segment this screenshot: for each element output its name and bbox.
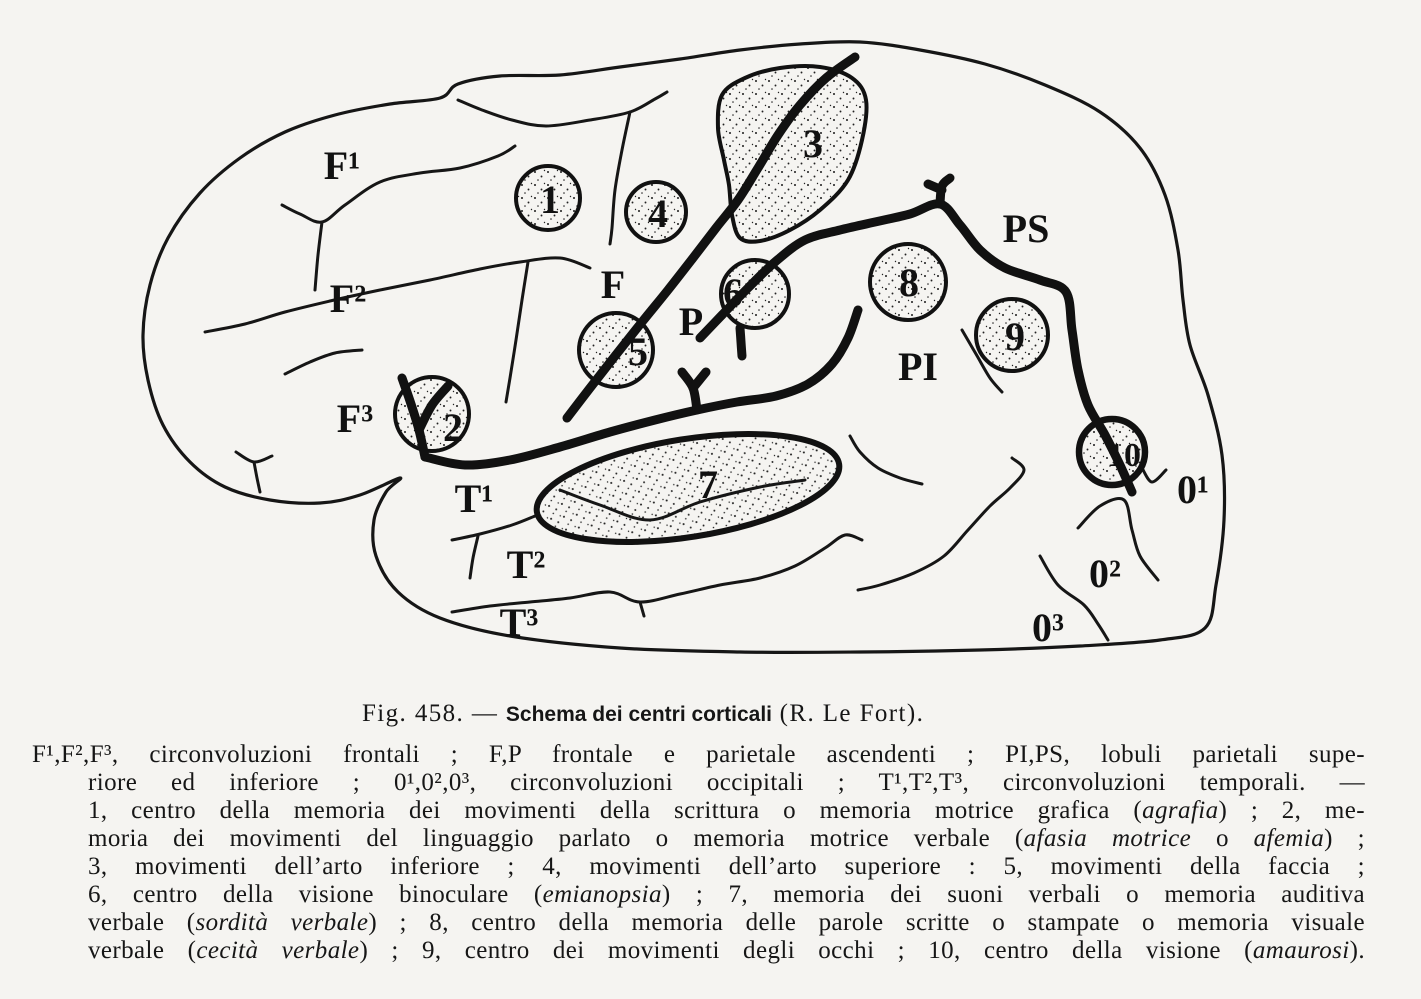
intraparietal-branch-b (923, 179, 947, 195)
label-PS: PS (1003, 206, 1050, 251)
center-number-9: 9 (1005, 314, 1025, 359)
label-PI: PI (898, 344, 938, 389)
legend-line-3: 1, centro della memoria dei movimenti de… (88, 797, 1365, 825)
caption-author: (R. Le Fort). (772, 700, 925, 727)
superior-temporal-sulcus-branch (468, 534, 480, 580)
label-F1: F¹ (324, 143, 360, 188)
legend-italic-term: cecità verbale (196, 937, 360, 964)
center-1-circle (514, 164, 582, 232)
center-7-region (533, 431, 843, 545)
legend-line-2: riore ed inferiore ; 0¹,0²,0³, circonvol… (88, 769, 1365, 796)
occipital-sulcus-a (856, 456, 1026, 592)
sylvian-ascending-branch (397, 373, 430, 462)
center-4-circle (624, 180, 688, 244)
caption-figure-number: Fig. 458. — (362, 700, 506, 727)
orbital-sulcus-branch (252, 460, 262, 494)
label-T1: T¹ (455, 476, 494, 521)
center-number-4: 4 (648, 191, 668, 236)
label-T3: T³ (500, 600, 539, 645)
label-F2: F² (330, 276, 366, 321)
legend-text: ) ; 9, centro dei movimenti degli occhi … (359, 937, 1253, 964)
postcentral-sulcus-tail (735, 323, 747, 361)
label-T2: T² (507, 542, 546, 587)
legend-line-8: verbale (cecità verbale) ; 9, centro dei… (88, 937, 1365, 965)
legend-line-1: F¹,F²,F³, circonvoluzioni frontali ; F,P… (32, 741, 1365, 768)
center-number-10: 10 (1107, 437, 1141, 474)
legend-text: o (1191, 825, 1254, 852)
legend-text: ) ; 2, me- (1218, 797, 1365, 824)
brain-cortical-centers-diagram: F¹ F² F³ F P PS PI T¹ T² T³ 0¹ 0² 0³ 1 2… (141, 40, 1227, 654)
center-number-5: 5 (628, 329, 648, 374)
legend-text: 1, centro della memoria dei movimenti de… (88, 797, 1143, 824)
legend-line-7: verbale (sordità verbale) ; 8, centro de… (88, 909, 1365, 937)
center-number-2: 2 (443, 405, 463, 450)
center-number-1: 1 (540, 177, 560, 222)
brain-outline (141, 40, 1227, 654)
legend-italic-term: afasia motrice (1023, 825, 1192, 852)
label-F3: F³ (337, 396, 373, 441)
center-number-7: 7 (698, 462, 718, 507)
center-number-3: 3 (803, 121, 823, 166)
center-3-region (715, 64, 869, 244)
label-O2: 0² (1089, 551, 1121, 596)
precentral-sulcus-branch (608, 110, 632, 246)
center-6-circle (719, 258, 791, 330)
precentral-sulcus (456, 90, 669, 128)
legend-text: ) ; 8, centro della memoria delle parole… (368, 909, 1365, 936)
center-8-circle (868, 242, 948, 322)
center-9-circle (974, 297, 1050, 373)
sylvian-fork-right (688, 367, 711, 393)
legend-line-5: 3, movimenti dell’arto inferiore ; 4, mo… (88, 853, 1365, 880)
inferior-temporal-sulcus (450, 533, 864, 614)
inferior-frontal-sulcus (203, 256, 592, 334)
legend-italic-term: sordità verbale (195, 909, 369, 936)
legend-italic-term: emianopsia (542, 881, 662, 908)
superior-frontal-sulcus-branch (313, 220, 324, 292)
caption-title: Schema dei centri corticali (505, 703, 773, 726)
label-O1: 0¹ (1177, 467, 1209, 512)
occipital-sulcus-c (1038, 554, 1110, 642)
center-2-circle (393, 375, 471, 453)
center-number-6: 6 (723, 270, 743, 315)
legend-text: verbale ( (88, 937, 197, 964)
legend-text: ) ; (1324, 825, 1365, 852)
central-sulcus (562, 52, 860, 423)
superior-temporal-sulcus (450, 514, 537, 542)
legend-text: 6, centro della visione binoculare ( (88, 881, 543, 908)
legend-italic-term: afemia (1253, 825, 1325, 852)
legend-text: ). (1349, 937, 1365, 964)
sylvian-anterior-branch (414, 381, 453, 435)
legend-text: verbale ( (88, 909, 196, 936)
occipital-sulcus-d (1140, 466, 1168, 484)
center-number-8: 8 (899, 260, 919, 305)
label-O3: 0³ (1032, 605, 1064, 650)
temporal-posterior-sulcus (848, 434, 924, 486)
label-F: F (601, 262, 625, 307)
middle-frontal-sulcus (283, 348, 364, 376)
superior-frontal-sulcus (280, 144, 517, 224)
occipital-sulcus-b (1076, 497, 1160, 582)
legend-text: ) ; 7, memoria dei suoni verbali o memor… (661, 881, 1365, 908)
legend-line-4: moria dei movimenti del linguaggio parla… (88, 825, 1365, 853)
legend-text: moria dei movimenti del linguaggio parla… (88, 825, 1024, 852)
inferior-parietal-sulcus (960, 328, 1004, 394)
legend-italic-term: agrafia (1142, 797, 1219, 824)
figure-legend: F¹,F²,F³, circonvoluzioni frontali ; F,P… (0, 741, 1421, 965)
inferior-temporal-sulcus-branch (638, 600, 646, 618)
figure-caption: Fig. 458. — Schema dei centri corticali … (362, 700, 924, 728)
legend-line-6: 6, centro della visione binoculare (emia… (88, 881, 1365, 909)
sulcus-inside-center-7 (558, 478, 807, 522)
legend-italic-term: amaurosi (1252, 937, 1350, 964)
inferior-frontal-sulcus-branch (504, 260, 530, 404)
label-P: P (679, 299, 703, 344)
intraparietal-sulcus (695, 199, 1137, 497)
